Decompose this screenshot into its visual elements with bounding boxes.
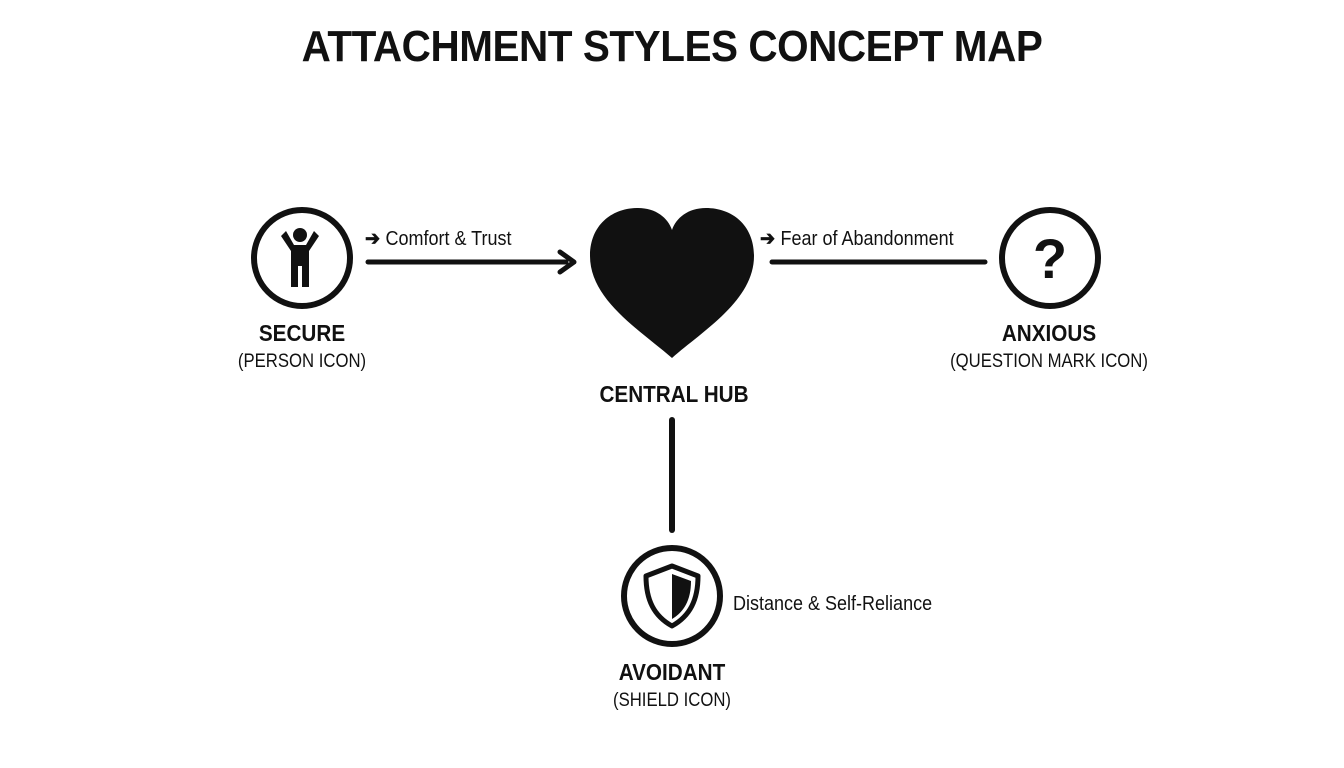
- edge-label-text: Comfort & Trust: [385, 228, 512, 250]
- edge-label-text: Fear of Abandonment: [780, 228, 954, 250]
- secure-sublabel: (PERSON ICON): [237, 351, 367, 372]
- edge-label-text: Distance & Self-Reliance: [733, 593, 933, 615]
- avoidant-sublabel: (SHIELD ICON): [613, 690, 731, 711]
- edge-secure-to-hub: [365, 249, 577, 275]
- heart-icon: [590, 208, 754, 358]
- question-mark-icon: ?: [1033, 227, 1067, 290]
- arrow-right-icon: ➔: [760, 228, 776, 250]
- avoidant-label: AVOIDANT: [618, 659, 726, 685]
- person-icon: [281, 228, 319, 287]
- secure-node-icon: [251, 207, 353, 309]
- central-hub-label: CENTRAL HUB: [599, 381, 749, 407]
- shield-icon: [643, 563, 701, 629]
- anxious-node-icon: ?: [999, 207, 1101, 309]
- edge-label-comfort-trust: ➔Comfort & Trust: [365, 226, 512, 251]
- edge-label-distance-self-reliance: Distance & Self-Reliance: [733, 593, 932, 616]
- secure-label: SECURE: [258, 320, 346, 346]
- avoidant-node-icon: [621, 545, 723, 647]
- anxious-sublabel: (QUESTION MARK ICON): [950, 351, 1148, 372]
- diagram-title: ATTACHMENT STYLES CONCEPT MAP: [301, 22, 1043, 71]
- anxious-label: ANXIOUS: [1001, 320, 1097, 346]
- arrow-right-icon: ➔: [365, 228, 381, 250]
- edge-label-fear-of-abandonment: ➔Fear of Abandonment: [760, 226, 954, 251]
